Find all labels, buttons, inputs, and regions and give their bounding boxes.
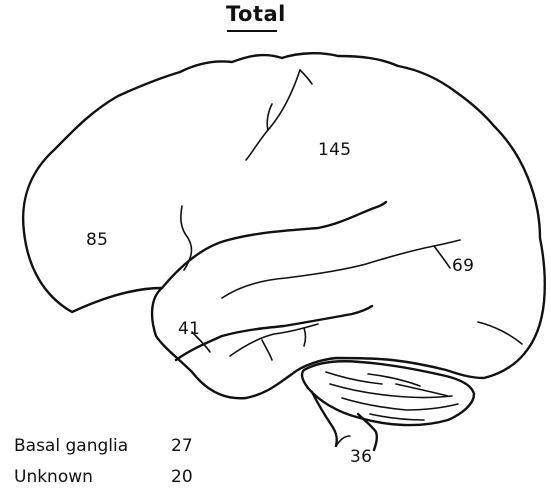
legend-name: Unknown <box>14 462 171 490</box>
legend-value: 20 <box>171 462 193 490</box>
cerebellum-folium-3 <box>342 398 458 410</box>
sylvian-fissure <box>162 202 386 288</box>
legend-name: Basal ganglia <box>14 431 171 462</box>
region-cerebellum-value: 36 <box>350 447 372 467</box>
region-temporal-value: 41 <box>178 319 200 339</box>
cerebellum-folium-1 <box>326 372 382 384</box>
cerebellum-folium-6 <box>370 414 424 420</box>
region-occipital-value: 69 <box>452 256 474 276</box>
legend-value: 27 <box>171 431 193 462</box>
legend: Basal ganglia 27 Unknown 20 <box>14 431 193 490</box>
cerebellum-folium-5 <box>396 384 448 396</box>
occipital-sulcus <box>478 322 522 344</box>
brainstem-bottom-left <box>336 436 350 446</box>
legend-row: Basal ganglia 27 <box>14 431 193 462</box>
brainstem-left <box>312 392 337 446</box>
cerebellum-folium-4 <box>368 374 420 386</box>
region-parietal-value: 145 <box>318 140 351 160</box>
region-frontal-value: 85 <box>86 230 108 250</box>
legend-row: Unknown 20 <box>14 462 193 490</box>
superior-temporal-sulcus <box>222 240 460 298</box>
its-branch-2 <box>304 328 306 346</box>
temporal-inferior <box>176 306 372 360</box>
sts-branch <box>434 246 450 268</box>
its-branch-1 <box>262 340 272 360</box>
central-sulcus <box>246 70 300 160</box>
cerebellum-folium-2 <box>330 384 452 398</box>
parietal-ridge <box>300 70 312 84</box>
cerebrum-outline <box>23 53 545 398</box>
